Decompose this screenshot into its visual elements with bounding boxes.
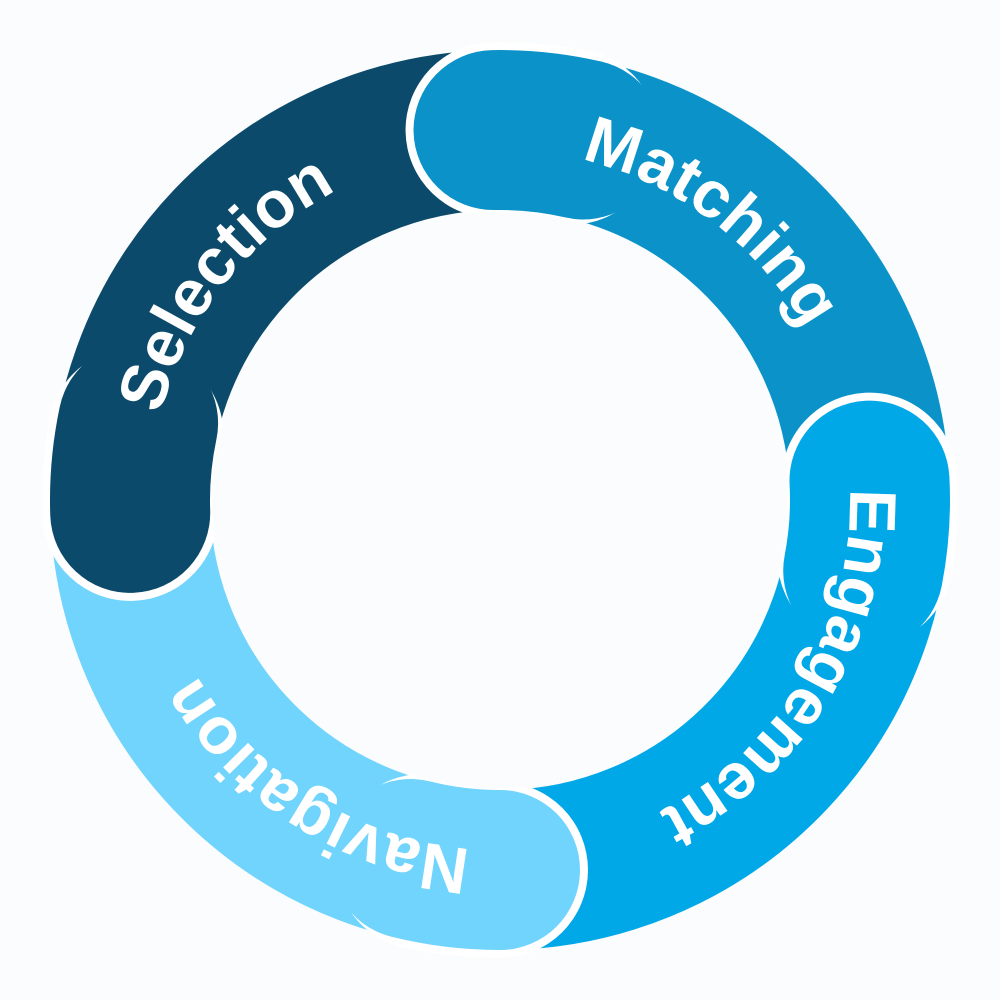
segment-head-navigation: [330, 779, 580, 950]
segment-head-selection: [50, 343, 219, 593]
segment-head-engagement: [783, 400, 950, 651]
segment-head-matching: [413, 50, 664, 220]
ring-center: [212, 212, 788, 788]
